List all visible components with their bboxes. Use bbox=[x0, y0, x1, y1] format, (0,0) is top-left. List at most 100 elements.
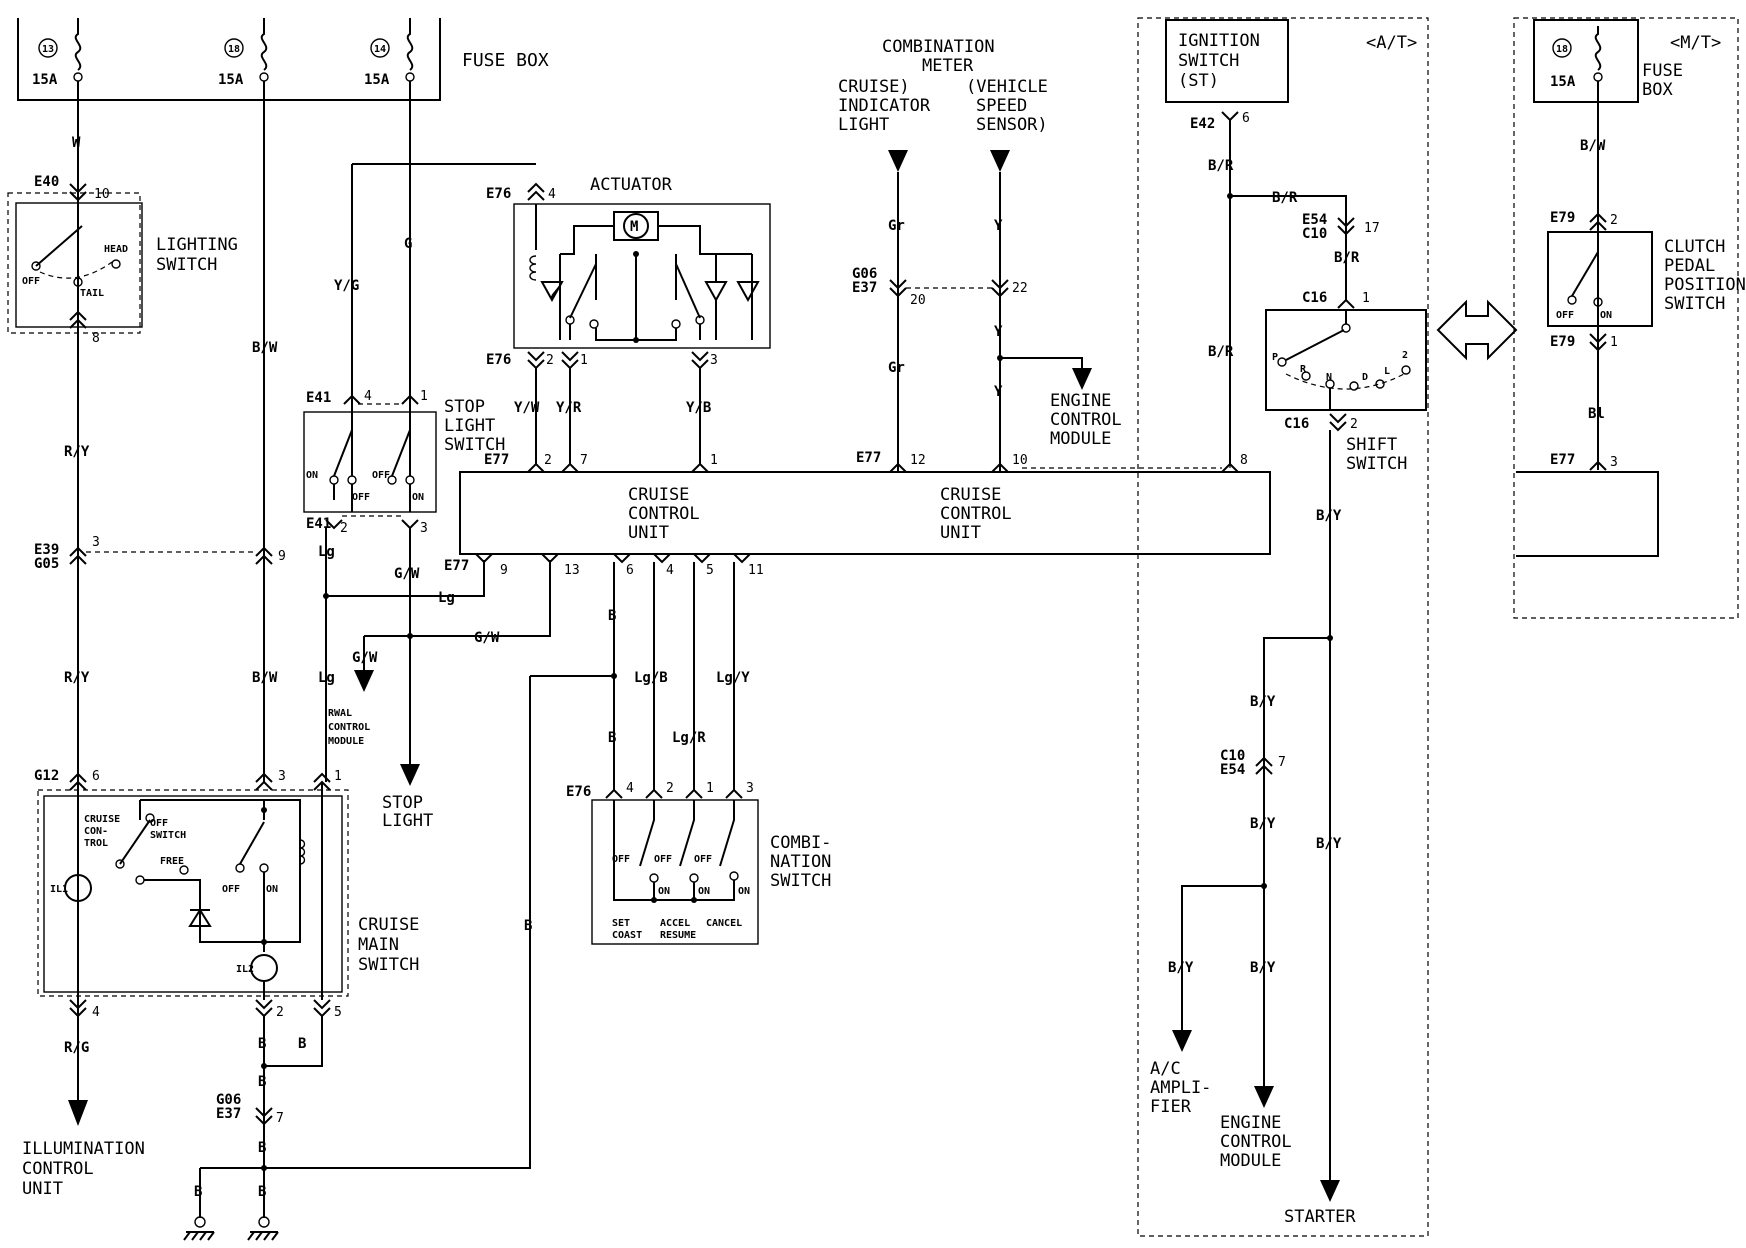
cms-cruise-control-1: CRUISE bbox=[84, 814, 120, 825]
wire-color-g: G bbox=[404, 236, 412, 252]
wire-color-bw-2: B/W bbox=[252, 670, 278, 686]
cruise-control-unit: CRUISE CONTROL UNIT CRUISE CONTROL UNIT … bbox=[444, 450, 1271, 636]
wire-color-y-3: Y bbox=[994, 384, 1003, 400]
wire-color-gw-2: G/W bbox=[352, 650, 378, 666]
pin-1g: 1 bbox=[1610, 335, 1618, 350]
connector-e76a: E76 bbox=[486, 186, 511, 202]
cs3-on-3: ON bbox=[738, 886, 750, 897]
combination-switch: B Lg/B Lg/R Lg/Y B E76 4 2 1 3 OFF OFF O… bbox=[530, 562, 831, 945]
fuse-box-top: FUSE BOX 13 15A 18 15A 14 15A bbox=[17, 18, 549, 101]
vehicle-speed-label-2: SPEED bbox=[976, 96, 1027, 116]
fuse-box-label: FUSE BOX bbox=[462, 50, 549, 71]
cs3-accel-2: RESUME bbox=[660, 930, 696, 941]
cruise-main-switch: IL1 CRUISE CON- TROL OFF SWITCH FREE OFF… bbox=[37, 769, 419, 1020]
connector-e39: E39 bbox=[34, 542, 59, 558]
cs3-on-2: ON bbox=[698, 886, 710, 897]
pin-8: 8 bbox=[92, 331, 100, 346]
pin-2d: 2 bbox=[546, 353, 554, 368]
cs3-accel-1: ACCEL bbox=[660, 918, 690, 929]
clutch-switch-label-3: POSITION bbox=[1664, 275, 1746, 295]
connector-e77b: E77 bbox=[856, 450, 881, 466]
ccu-label-2c: UNIT bbox=[940, 523, 981, 543]
lighting-switch-label-2: SWITCH bbox=[156, 255, 217, 275]
wire-color-y-1: Y bbox=[994, 218, 1003, 234]
ecm-label-2b: CONTROL bbox=[1220, 1132, 1292, 1152]
cruise-indicator-label-2: INDICATOR bbox=[838, 96, 931, 116]
pin-2e: 2 bbox=[544, 453, 552, 468]
connector-e42: E42 bbox=[1190, 116, 1215, 132]
connector-e54b: E54 bbox=[1220, 762, 1245, 778]
wire-color-lg-2: Lg bbox=[438, 590, 455, 606]
actuator-label: ACTUATOR bbox=[590, 175, 673, 195]
fuse-b-rating: 15A bbox=[218, 72, 244, 88]
pin-3e: 3 bbox=[710, 353, 718, 368]
wire-color-lgr: Lg/R bbox=[672, 730, 706, 746]
wire-color-bl: Bl bbox=[1588, 406, 1605, 422]
cms-lamp1-label: IL1 bbox=[50, 884, 68, 895]
ss-pos-2: 2 bbox=[1402, 350, 1408, 361]
ecm-label-1c: MODULE bbox=[1050, 429, 1111, 449]
arrow-illumination bbox=[68, 1100, 88, 1126]
illumination-label-1: ILLUMINATION bbox=[22, 1139, 145, 1159]
wire-color-y-2: Y bbox=[994, 324, 1003, 340]
stop-light-switch-label-3: SWITCH bbox=[444, 435, 505, 455]
comb-meter-label-1: COMBINATION bbox=[882, 37, 995, 57]
cs-off-label: OFF bbox=[1556, 310, 1574, 321]
ls-off-label: OFF bbox=[22, 276, 40, 287]
pin-4a: 4 bbox=[364, 389, 372, 404]
pin-1f: 1 bbox=[1362, 291, 1370, 306]
clutch-switch-label-1: CLUTCH bbox=[1664, 237, 1725, 257]
ss-pos-r: R bbox=[1300, 364, 1307, 375]
connector-e77d: E77 bbox=[1550, 452, 1575, 468]
wire-color-by-4: B/Y bbox=[1316, 836, 1342, 852]
pin-1c: 1 bbox=[420, 389, 428, 404]
wire-color-b-7: B bbox=[258, 1184, 266, 1200]
at-section: <A/T> IGNITION SWITCH (ST) E42 6 B/R B/R… bbox=[1137, 17, 1429, 1237]
ground-chain: B B B G06 E37 7 B B B B bbox=[183, 676, 532, 1241]
pin-8b: 8 bbox=[1240, 453, 1248, 468]
connector-g12: G12 bbox=[34, 768, 59, 784]
wire-color-by-5: B/Y bbox=[1168, 960, 1194, 976]
pin-2a: 2 bbox=[340, 521, 348, 536]
fuse-mt-number: 18 bbox=[1556, 44, 1568, 55]
comb-meter-label-2: METER bbox=[922, 56, 974, 76]
fuse-b-number: 18 bbox=[228, 44, 240, 55]
pin-9b: 9 bbox=[500, 563, 508, 578]
ccu-label-1b: CONTROL bbox=[628, 504, 700, 524]
pin-5c: 5 bbox=[334, 1005, 342, 1020]
wire-color-b-5: B bbox=[258, 1140, 266, 1156]
arrow-starter bbox=[1320, 1180, 1340, 1202]
illumination-label-3: UNIT bbox=[22, 1179, 63, 1199]
lighting-switch-label-1: LIGHTING bbox=[156, 235, 238, 255]
connector-c10: C10 bbox=[1302, 226, 1327, 242]
pin-4b: 4 bbox=[666, 563, 674, 578]
pin-7d: 7 bbox=[1278, 755, 1286, 770]
equivalence-arrow-icon bbox=[1436, 299, 1518, 361]
pin-10: 10 bbox=[94, 187, 110, 202]
combination-switch-label-2: NATION bbox=[770, 852, 831, 872]
cms-off-switch-2: SWITCH bbox=[150, 830, 186, 841]
cs3-off-1: OFF bbox=[612, 854, 630, 865]
cms-free-label: FREE bbox=[160, 856, 184, 867]
bw-circuit: B/W 9 B/W 3 bbox=[252, 81, 286, 791]
pin-10b: 10 bbox=[1012, 453, 1028, 468]
pin-5: 5 bbox=[706, 563, 714, 578]
wire-color-br-4: B/R bbox=[1208, 344, 1234, 360]
combination-switch-label-3: SWITCH bbox=[770, 871, 831, 891]
wire-color-bw-1: B/W bbox=[252, 340, 278, 356]
cs3-cancel: CANCEL bbox=[706, 918, 742, 929]
arrow-ecm bbox=[1254, 1086, 1274, 1108]
connector-e79a: E79 bbox=[1550, 210, 1575, 226]
cms-cruise-control-3: TROL bbox=[84, 838, 108, 849]
wire-color-by-2: B/Y bbox=[1250, 694, 1276, 710]
arrow-rwal bbox=[354, 670, 374, 692]
pin-13: 13 bbox=[564, 563, 580, 578]
pin-6c: 6 bbox=[1242, 111, 1250, 126]
ecm-label-2c: MODULE bbox=[1220, 1151, 1281, 1171]
vehicle-speed-label-1: (VEHICLE bbox=[966, 77, 1048, 97]
wire-color-rg: R/G bbox=[64, 1040, 89, 1056]
wire-color-by-3: B/Y bbox=[1250, 816, 1276, 832]
wire-color-b-6: B bbox=[194, 1184, 202, 1200]
ccu-label-1a: CRUISE bbox=[628, 485, 689, 505]
